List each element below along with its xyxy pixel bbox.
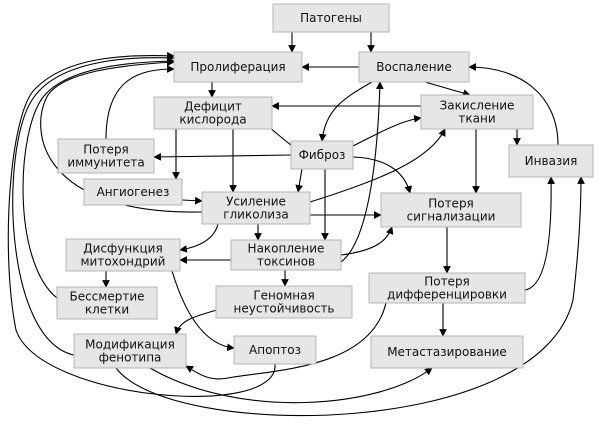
node-box [57, 138, 155, 174]
node-box [380, 192, 522, 228]
node-inflammation: Воспаление [358, 51, 470, 83]
node-invasion: Инвазия [508, 144, 594, 178]
node-label: Закисление [440, 99, 515, 113]
node-angiogenesis: Ангиогенез [83, 178, 183, 206]
node-label: Потеря [424, 275, 470, 289]
edge-immunity-loss-to-proliferation [105, 65, 175, 140]
node-label: Бессмертие [69, 290, 144, 304]
node-label: Воспаление [376, 60, 451, 74]
node-label: ткани [458, 112, 495, 126]
node-label: клетки [85, 303, 129, 317]
node-box [230, 239, 342, 271]
edge-toxin-accum-to-inflammation [340, 81, 384, 263]
edge-inflammation-to-fibrosis [318, 81, 373, 142]
node-box [65, 238, 181, 272]
edge-phenotype-mod-to-metastasis [149, 367, 433, 404]
node-label: Фиброз [299, 148, 346, 162]
edge-dediff-to-invasion [524, 176, 555, 291]
edge-fibrosis-to-glycolysis [295, 168, 303, 193]
node-label: кислорода [179, 113, 246, 127]
node-box [370, 335, 524, 369]
edge-invasion-to-inflammation [468, 63, 559, 146]
node-proliferation: Пролиферация [173, 51, 303, 83]
edge-toxin-accum-to-signaling-loss [340, 226, 394, 256]
edge-glycolysis-to-mito-dysfunction [179, 223, 219, 253]
node-box [233, 335, 317, 365]
node-label: токсинов [257, 255, 315, 269]
edge-angiogenesis-to-glycolysis [181, 196, 203, 205]
node-box [83, 178, 183, 206]
node-label: гликолиза [223, 208, 289, 222]
node-metastasis: Метастазирование [370, 335, 524, 369]
node-pathogens: Патогены [272, 3, 390, 33]
node-label: Ангиогенез [97, 185, 170, 199]
node-label: Накопление [248, 242, 325, 256]
edge-dediff-to-phenotype-mod [185, 302, 387, 380]
node-label: сигнализации [407, 210, 496, 224]
node-label: Патогены [300, 11, 362, 25]
node-box [153, 96, 273, 130]
node-box [173, 51, 303, 83]
node-label: митохондрий [81, 255, 166, 269]
node-box [56, 286, 158, 320]
edge-inflammation-to-acidification [424, 81, 471, 97]
node-label: иммунитета [67, 156, 144, 170]
node-box [508, 144, 594, 178]
node-box [368, 272, 526, 304]
node-label: Геномная [253, 289, 314, 303]
node-label: Апоптоз [249, 343, 301, 357]
edge-fibrosis-to-immunity-loss [153, 153, 292, 161]
node-label: Инвазия [525, 154, 578, 168]
edge-phenotype-mod-to-proliferation [12, 53, 175, 356]
node-label: Дефицит [184, 100, 242, 114]
node-label: Потеря [428, 197, 474, 211]
node-box [201, 191, 311, 225]
edge-fibrosis-to-acidification [352, 114, 422, 147]
edge-fibrosis-to-signaling-loss [352, 156, 412, 194]
node-label: Усиление [226, 195, 286, 209]
node-box [272, 3, 390, 33]
node-fibrosis: Фиброз [290, 140, 354, 170]
node-label: Модификация [85, 338, 175, 352]
edge-glycolysis-to-acidification [309, 128, 446, 203]
node-label: Дисфункция [83, 242, 162, 256]
node-label: Потеря [83, 143, 129, 157]
edge-mito-dysfunction-to-apoptosis [171, 270, 235, 352]
node-label: дифференцировки [387, 288, 507, 302]
edge-immortality-to-proliferation [22, 57, 175, 299]
node-box [73, 333, 187, 369]
edge-apoptosis-to-proliferation [7, 51, 276, 397]
node-label: фенотипа [99, 351, 162, 365]
node-apoptosis: Апоптоз [233, 335, 317, 365]
node-label: Метастазирование [387, 345, 507, 359]
node-label: неустойчивость [233, 302, 334, 316]
node-box [358, 51, 470, 83]
edge-phenotype-mod-to-invasion [115, 176, 585, 417]
node-box [215, 285, 353, 319]
node-box [290, 140, 354, 170]
node-box [420, 94, 534, 130]
node-label: Пролиферация [190, 60, 285, 74]
